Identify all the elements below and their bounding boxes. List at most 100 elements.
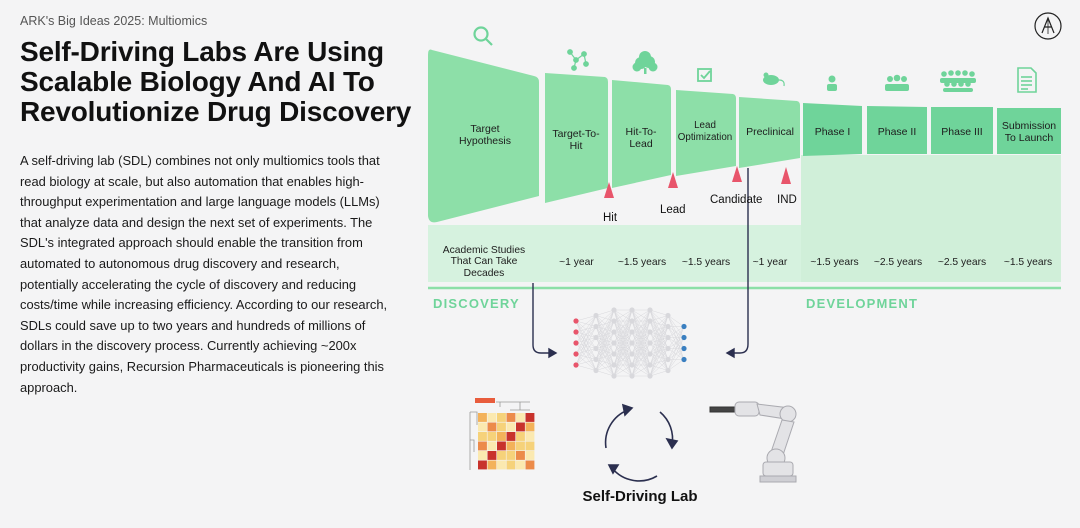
person-icon [827, 75, 837, 91]
neural-network-icon [575, 309, 685, 377]
nn-edge [575, 315, 597, 322]
nn-node [593, 345, 599, 352]
heatmap-cell [516, 441, 525, 451]
heatmap-cell [506, 413, 516, 422]
nn-edge [595, 309, 615, 338]
nn-edge [631, 309, 651, 333]
nn-node [611, 307, 617, 313]
nn-node [647, 373, 653, 379]
heatmap-cell [497, 451, 506, 460]
nn-edge [613, 309, 633, 366]
section-development: DEVELOPMENT [806, 296, 919, 311]
nn-node [629, 318, 635, 324]
discovery-to-sdl-arrow [532, 283, 558, 359]
preclinical-to-sdl-arrow [725, 168, 749, 359]
heatmap-cell [525, 451, 535, 460]
nn-node [647, 351, 653, 357]
heatmap-cell [525, 413, 535, 422]
heatmap-cell [487, 413, 497, 422]
heatmap-cell [487, 451, 497, 460]
heatmap-cell [506, 451, 516, 460]
nn-edge [575, 337, 597, 366]
checkbox-icon [697, 68, 712, 82]
nn-node [629, 307, 635, 313]
nn-edge [649, 315, 669, 377]
nn-node [593, 334, 599, 341]
nn-edge [613, 309, 633, 344]
heatmap-cell [497, 432, 506, 441]
stage-shape-target-hypothesis [428, 49, 539, 223]
heatmap-cell [525, 460, 535, 470]
nn-edge [667, 359, 685, 371]
document-icon [1017, 67, 1037, 93]
nn-node [611, 373, 617, 379]
stage-shape-hit-to-lead [612, 80, 671, 188]
nn-edge [667, 348, 685, 371]
nn-node [573, 329, 579, 335]
nn-edge [595, 320, 615, 371]
stage-label-lead-optimization: Lead Optimization [677, 120, 733, 143]
nn-edge [595, 331, 615, 371]
nn-edge [649, 315, 669, 333]
stage-shape-submission [997, 108, 1061, 154]
section-discovery: DISCOVERY [433, 296, 520, 311]
nn-node [647, 318, 653, 324]
nn-edge [595, 364, 615, 371]
heatmap-cell [487, 441, 497, 451]
nn-node [611, 318, 617, 324]
nn-edge [613, 331, 633, 377]
nn-node [593, 367, 599, 374]
stage-shape-phase-2 [867, 106, 927, 154]
heatmap-cell [478, 460, 487, 470]
nn-edge [575, 315, 597, 344]
stage-label-target-to-hit: Target-To-Hit [552, 128, 600, 152]
milestone-hit: Hit [603, 212, 618, 224]
nn-edge [575, 348, 597, 366]
nn-edge [595, 370, 615, 377]
heatmap-cell [497, 422, 506, 432]
magnifier-icon [473, 26, 493, 46]
nn-node [647, 329, 653, 335]
tree-icon [632, 51, 658, 74]
nn-edge [631, 331, 651, 377]
nn-node [611, 340, 617, 346]
nn-node [665, 323, 671, 330]
stage-shape-target-to-hit [545, 73, 608, 203]
nn-edge [613, 364, 633, 377]
nn-edge [613, 309, 633, 333]
nn-node [573, 351, 579, 357]
nn-node [665, 312, 671, 319]
nn-edge [613, 320, 633, 377]
nn-edge [631, 353, 651, 377]
nn-edge [649, 315, 669, 366]
nn-edge [667, 326, 685, 371]
nn-node [665, 334, 671, 341]
nn-edge [631, 309, 651, 366]
nn-node [573, 362, 579, 368]
nn-node [573, 318, 579, 324]
duration-target-hypothesis: Academic Studies That Can Take Decades [442, 244, 526, 279]
nn-node [647, 362, 653, 368]
nn-edge [595, 309, 615, 316]
nn-edge [649, 337, 669, 377]
milestone-candidate: Candidate [710, 194, 763, 206]
neural-network-nodes [573, 307, 687, 379]
heatmap-cell [516, 451, 525, 460]
nn-node [611, 351, 617, 357]
nn-edge [649, 359, 669, 377]
milestone-ind-triangle [781, 167, 791, 184]
nn-edge [613, 353, 633, 377]
nn-edge [667, 326, 685, 338]
stage-shape-lead-optimization [676, 90, 736, 176]
nn-edge [649, 315, 669, 344]
cycle-arrows-icon [604, 403, 679, 482]
nn-edge [595, 309, 615, 360]
milestone-lead: Lead [660, 204, 686, 216]
duration-phase-1: ~1.5 years [810, 257, 859, 269]
nn-edge [631, 364, 651, 377]
nn-node [629, 329, 635, 335]
heatmap-cell [506, 422, 516, 432]
heatmap-cell [516, 422, 525, 432]
nn-node [611, 362, 617, 368]
